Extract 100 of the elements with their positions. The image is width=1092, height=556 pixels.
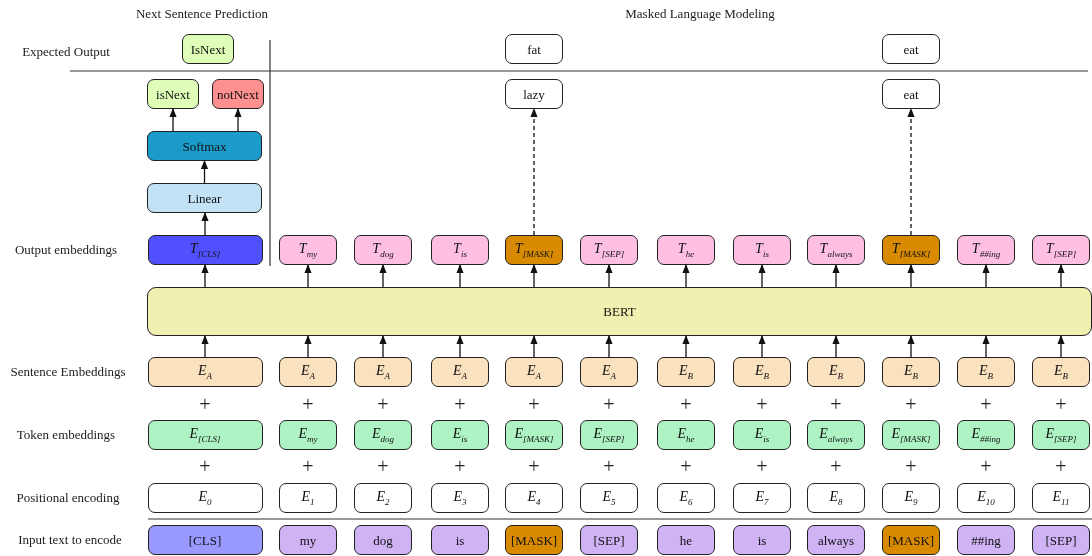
row-label: Sentence Embeddings [10, 364, 126, 380]
math-symbol: E$_{A}$ [601, 363, 617, 381]
arrow [758, 335, 766, 358]
math-symbol: E$_{7}$ [755, 489, 769, 507]
row-label: Input text to encode [18, 532, 122, 548]
arrow [1057, 335, 1065, 358]
softmax-layer-box [147, 131, 262, 161]
math-symbol: E$_{9}$ [904, 489, 918, 507]
math-symbol: E$_{is}$ [452, 426, 468, 444]
box-label: [MASK] [510, 533, 558, 547]
math-symbol: E$_{5}$ [602, 489, 616, 507]
plus-sign: + [680, 456, 692, 476]
row-label: Token embeddings [16, 427, 116, 443]
expected-output-box [882, 34, 940, 64]
token-embedding-box [882, 420, 940, 450]
math-symbol: E$_{6}$ [679, 489, 693, 507]
math-symbol: T$_{[MASK]}$ [514, 241, 554, 259]
sentence-embedding-box [957, 357, 1015, 387]
positional-encoding-box [505, 483, 563, 513]
plus-sign: + [454, 394, 466, 414]
input-token-box [657, 525, 715, 555]
arrow [758, 264, 766, 288]
math-symbol: E$_{11}$ [1052, 489, 1070, 507]
output-embedding-box [882, 235, 940, 265]
input-token-box [279, 525, 337, 555]
math-symbol: T$_{[SEP]}$ [593, 241, 625, 259]
arrow [379, 335, 387, 358]
box-label: IsNext [190, 42, 226, 56]
section-title: Next Sentence Prediction [135, 6, 269, 22]
positional-encoding-box [279, 483, 337, 513]
sentence-embedding-box [279, 357, 337, 387]
output-embedding-box [807, 235, 865, 265]
box-label: dog [373, 533, 393, 547]
box-label: isNext [156, 87, 190, 101]
input-token-box [354, 525, 412, 555]
math-symbol: E$_{dog}$ [371, 426, 395, 444]
token-embedding-box [505, 420, 563, 450]
plus-sign: + [199, 394, 211, 414]
box-label: my [299, 533, 317, 547]
linear-layer-box [147, 183, 262, 213]
output-embedding-box [147, 235, 263, 265]
token-embedding-box [431, 420, 489, 450]
arrow [234, 108, 242, 132]
arrow [605, 335, 613, 358]
dashed-arrow [530, 108, 538, 236]
plus-sign: + [528, 394, 540, 414]
box-label: [SEP] [1045, 533, 1077, 547]
arrow [907, 335, 915, 358]
math-symbol: E$_{B}$ [978, 363, 994, 381]
math-symbol: E$_{B}$ [828, 363, 844, 381]
box-label: BERT [603, 305, 636, 318]
plus-sign: + [454, 456, 466, 476]
sentence-embedding-box [431, 357, 489, 387]
input-token-box [147, 525, 263, 555]
math-symbol: E$_{is}$ [754, 426, 770, 444]
sentence-embedding-box [657, 357, 715, 387]
prediction-box [882, 79, 940, 109]
output-embedding-box [431, 235, 489, 265]
box-label: lazy [523, 87, 545, 101]
box-label: Softmax [182, 139, 227, 153]
output-embedding-box [1032, 235, 1090, 265]
positional-encoding-box [882, 483, 940, 513]
math-symbol: E$_{10}$ [977, 489, 995, 507]
input-token-box [505, 525, 563, 555]
output-embedding-box [733, 235, 791, 265]
math-symbol: T$_{##ing}$ [971, 241, 1001, 259]
row-label: Output embeddings [14, 242, 118, 258]
arrow [456, 264, 464, 288]
output-embedding-box [279, 235, 337, 265]
math-symbol: E$_{A}$ [452, 363, 468, 381]
arrow [530, 335, 538, 358]
token-embedding-box [1032, 420, 1090, 450]
math-symbol: T$_{[MASK]}$ [891, 241, 931, 259]
arrow [982, 264, 990, 288]
positional-encoding-box [807, 483, 865, 513]
expected-output-box [505, 34, 563, 64]
plus-sign: + [302, 394, 314, 414]
arrow [907, 264, 915, 288]
positional-encoding-box [957, 483, 1015, 513]
section-title: Masked Language Modeling [625, 6, 775, 22]
math-symbol: E$_{he}$ [677, 426, 695, 444]
math-symbol: E$_{B}$ [1053, 363, 1069, 381]
math-symbol: E$_{1}$ [301, 489, 315, 507]
plus-sign: + [905, 456, 917, 476]
box-label: [CLS] [188, 533, 222, 547]
math-symbol: T$_{[CLS]}$ [189, 241, 221, 259]
input-token-box [807, 525, 865, 555]
math-symbol: E$_{0}$ [198, 489, 212, 507]
plus-sign: + [1055, 456, 1067, 476]
math-symbol: T$_{is}$ [755, 241, 769, 259]
arrow [682, 264, 690, 288]
bert-model-box [147, 287, 1092, 336]
math-symbol: E$_{A}$ [526, 363, 542, 381]
plus-sign: + [1055, 394, 1067, 414]
plus-sign: + [199, 456, 211, 476]
plus-sign: + [830, 456, 842, 476]
dashed-arrow [907, 108, 915, 236]
math-symbol: T$_{is}$ [453, 241, 467, 259]
box-label: [MASK] [887, 533, 935, 547]
box-label: is [757, 533, 767, 547]
